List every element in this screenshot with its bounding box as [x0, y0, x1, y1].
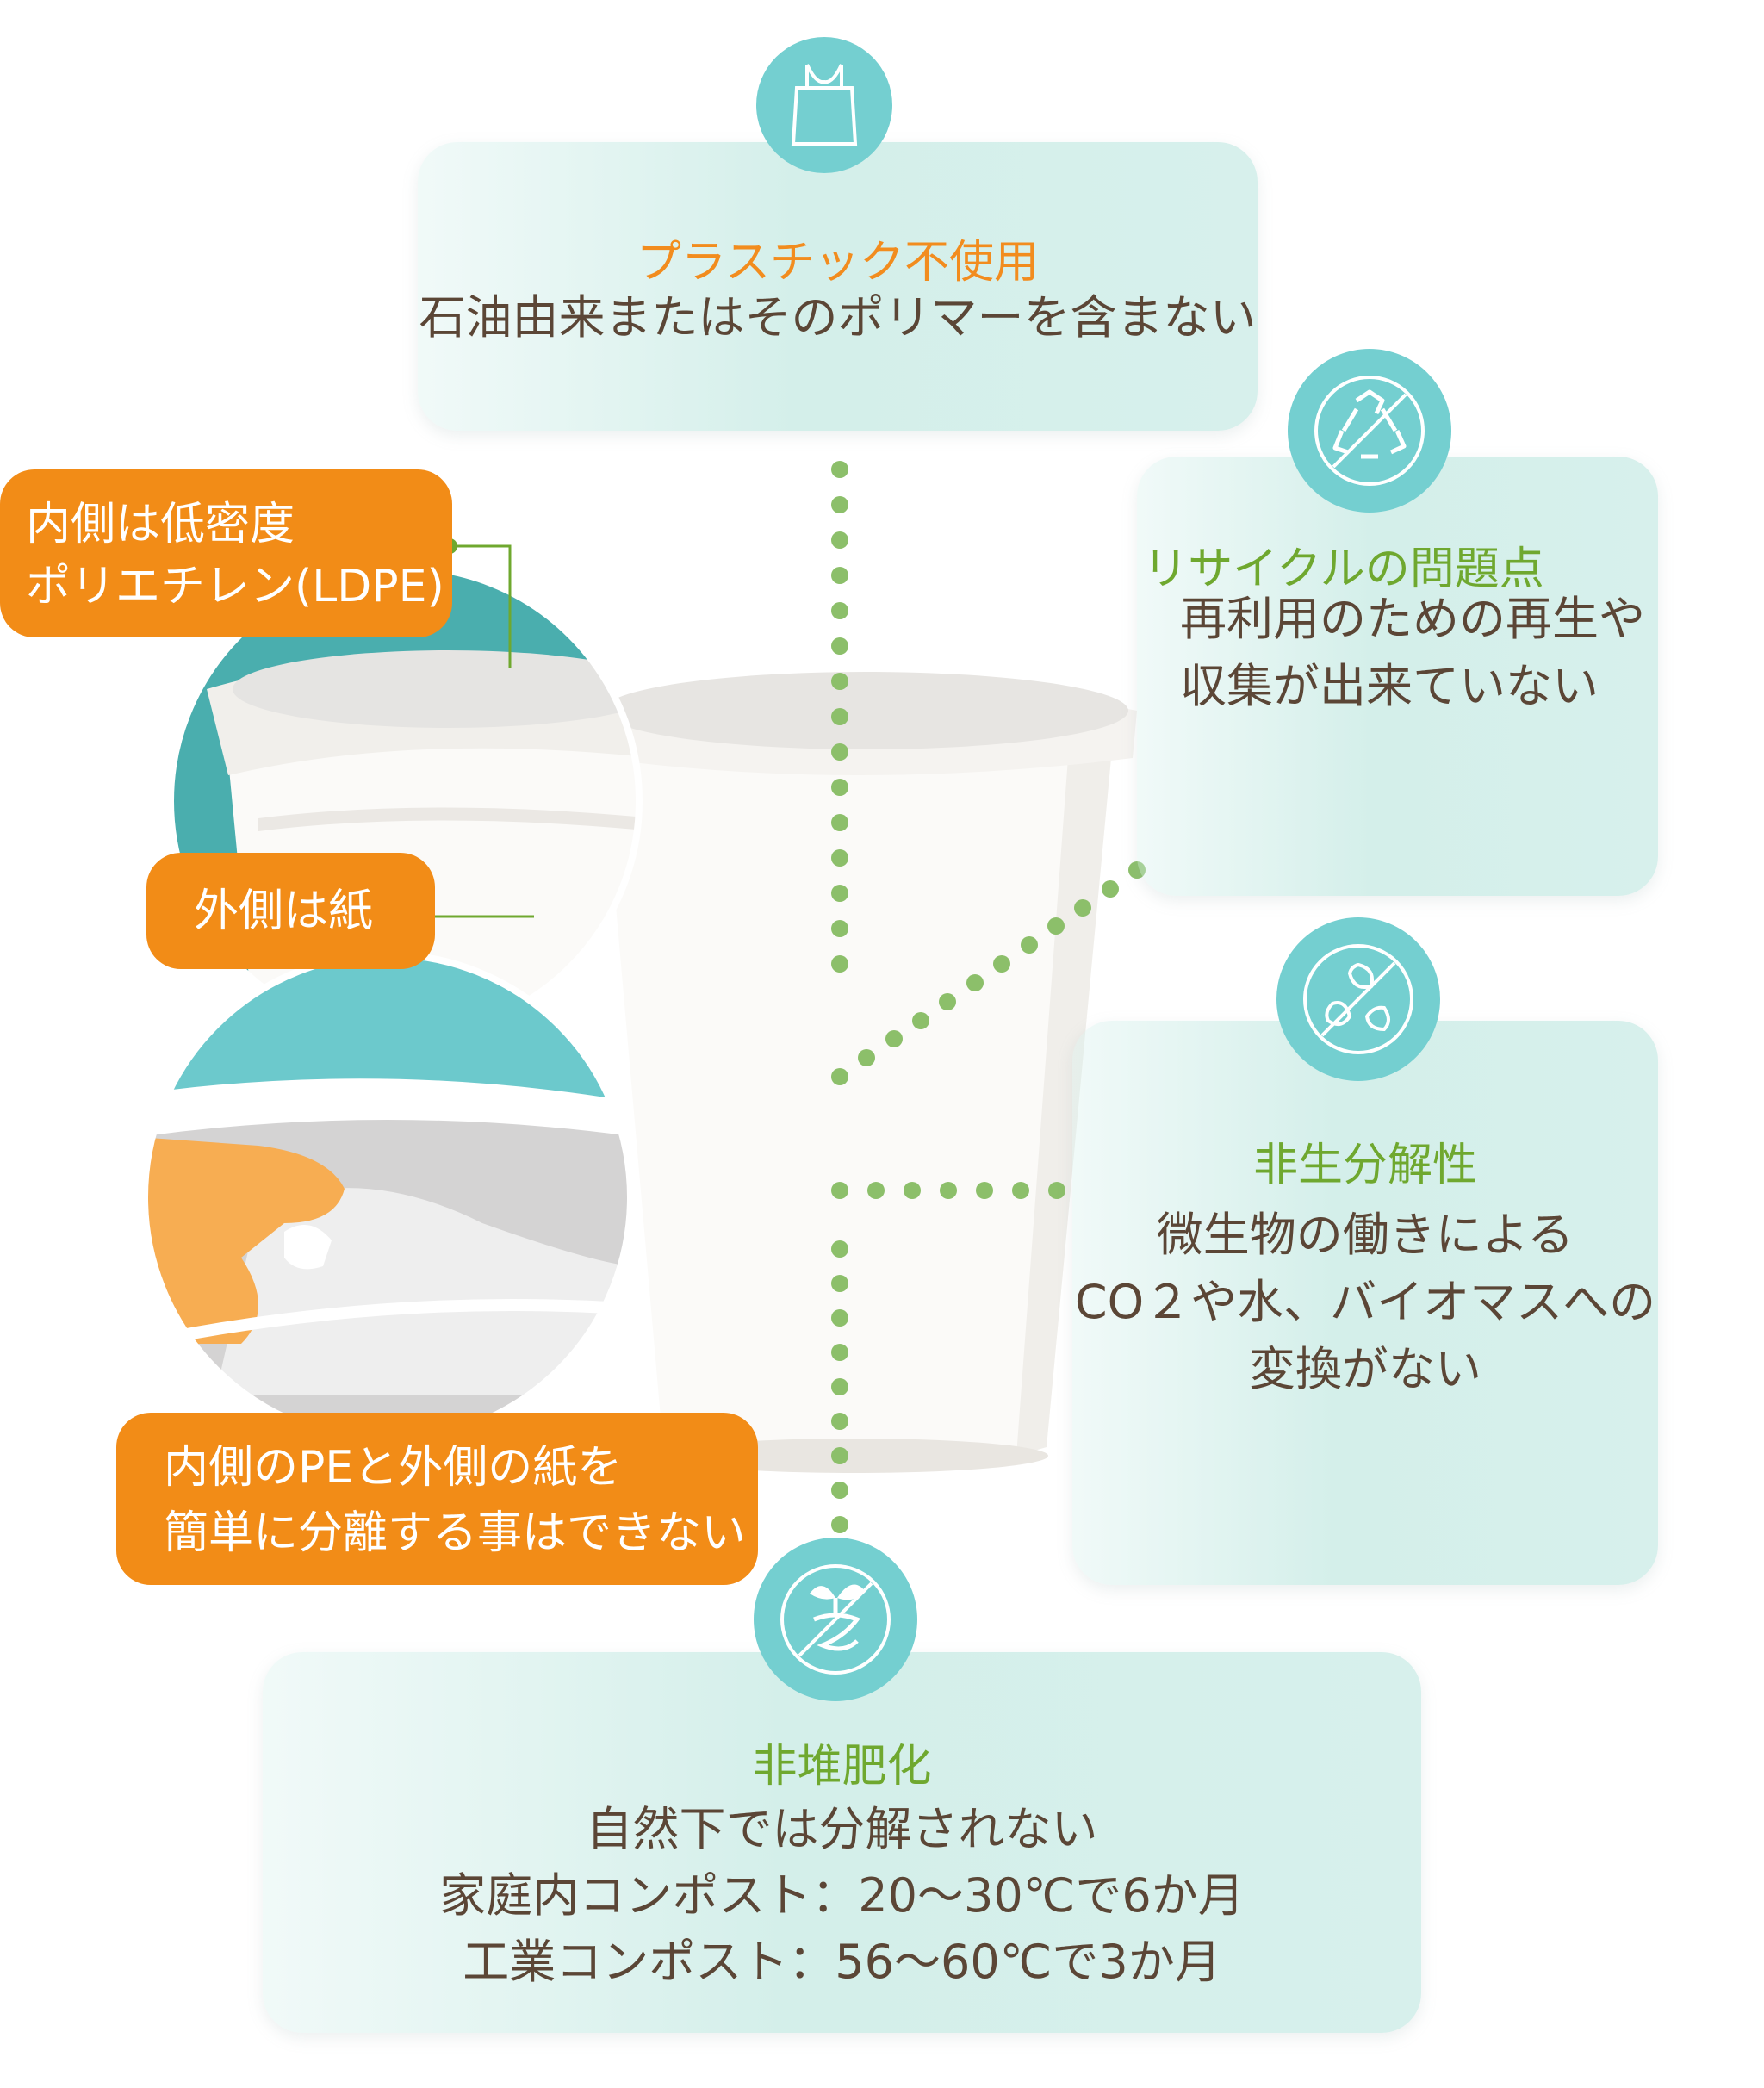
- connector-dot: [831, 1275, 848, 1292]
- magnified-hand-circle: [141, 951, 634, 1444]
- connector-dot: [831, 1378, 848, 1395]
- connector-dot: [831, 814, 848, 831]
- connector-dot: [831, 1068, 848, 1085]
- no-recycle-icon: [1288, 349, 1451, 513]
- connector-dot: [831, 1482, 848, 1499]
- connector-dot: [831, 1447, 848, 1464]
- connector-dot: [831, 461, 848, 478]
- connector-dot: [1012, 1182, 1029, 1199]
- connector-dot: [831, 1516, 848, 1533]
- compost-card-line-1: 自然下では分解されない: [586, 1802, 1098, 1856]
- cannot-separate-line-2: 簡単に分離する事はできない: [164, 1507, 747, 1559]
- compost-card-line-3: 工業コンポスト：56～60℃で3か月: [463, 1935, 1221, 1989]
- no-compost-icon: [754, 1538, 917, 1701]
- recycle-card-title: リサイクルの問題点: [1143, 544, 1544, 595]
- no-biodegrade-icon: [1276, 917, 1440, 1081]
- connector-dot: [831, 567, 848, 584]
- plastic-bag-icon: [756, 37, 892, 173]
- connector-dot: [831, 920, 848, 937]
- connector-dot: [831, 602, 848, 619]
- inner-ldpe-line-1: 内側は低密度: [26, 499, 295, 550]
- connector-dot: [858, 1049, 876, 1067]
- connector-dot: [831, 743, 848, 761]
- label-connectors: [426, 544, 534, 918]
- connector-dot: [867, 1182, 885, 1199]
- recycle-card: [1137, 457, 1658, 896]
- connector-dot: [993, 955, 1011, 973]
- connector-dot: [831, 1309, 848, 1327]
- biodeg-card-line-2: CO２や水、バイオマスへの: [1074, 1275, 1656, 1329]
- connector-dot: [1047, 917, 1065, 935]
- top-card-body: 石油由来またはそのポリマーを含まない: [419, 290, 1257, 345]
- biodeg-card-title: 非生分解性: [1252, 1140, 1477, 1191]
- top-card: [418, 142, 1258, 431]
- connector-dot: [831, 779, 848, 796]
- outer-paper-text: 外側は紙: [194, 886, 374, 937]
- connector-dot: [966, 973, 984, 991]
- connector-dot: [831, 708, 848, 725]
- inner-ldpe-line-2: ポリエチレン(LDPE): [26, 561, 444, 612]
- connector-dot: [976, 1182, 993, 1199]
- connector-dot: [831, 885, 848, 902]
- biodeg-card-line-3: 変換がない: [1249, 1342, 1481, 1396]
- compost-card-title: 非堆肥化: [752, 1741, 932, 1793]
- compost-card: [263, 1652, 1421, 2033]
- connector-dot: [1020, 936, 1038, 954]
- outer-paper-label: 外側は紙: [146, 853, 435, 969]
- connector-dot: [885, 1030, 903, 1048]
- connector-dot: [1048, 1182, 1065, 1199]
- connector-dot: [939, 992, 957, 1010]
- connector-dot: [831, 1344, 848, 1361]
- connector-dot: [831, 496, 848, 513]
- top-card-title: プラスチック不使用: [637, 237, 1039, 289]
- cannot-separate-line-1: 内側のPEと外側の紙を: [164, 1442, 623, 1494]
- connector-dot: [831, 637, 848, 655]
- connector-dot: [831, 1240, 848, 1258]
- connector-dot: [1074, 898, 1092, 917]
- connector-dot: [912, 1011, 930, 1029]
- compost-card-line-2: 家庭内コンポスト：20～30℃で6か月: [439, 1868, 1245, 1923]
- connector-dot: [831, 1413, 848, 1430]
- cannot-separate-label: 内側のPEと外側の紙を 簡単に分離する事はできない: [116, 1413, 758, 1585]
- recycle-card-line-1: 再利用のための再生や: [1180, 592, 1645, 646]
- connector-dot: [940, 1182, 957, 1199]
- connector-dot: [831, 673, 848, 690]
- connector-dot: [831, 849, 848, 867]
- connector-dot: [831, 531, 848, 549]
- inner-ldpe-label: 内側は低密度 ポリエチレン(LDPE): [0, 469, 452, 637]
- recycle-card-line-2: 収集が出来ていない: [1180, 659, 1599, 713]
- biodeg-card-line-1: 微生物の働きによる: [1156, 1208, 1575, 1262]
- connector-dot: [1101, 879, 1119, 898]
- biodeg-card: [1072, 1021, 1658, 1585]
- connector-dot: [831, 955, 848, 973]
- connector-dot: [904, 1182, 921, 1199]
- connector-dot: [831, 1182, 848, 1199]
